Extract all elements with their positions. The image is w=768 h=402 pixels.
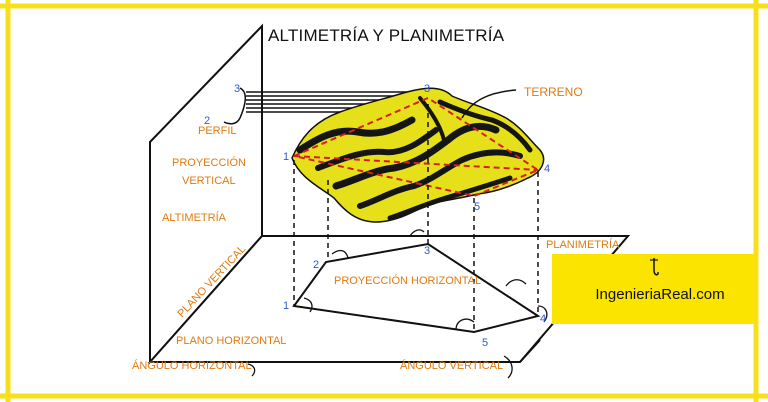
point-numbers: 1 3 4 5 3 2 1 2 3 4 5 [204, 83, 550, 349]
brand-text: IngenieriaReal.com [595, 285, 725, 303]
terrain [291, 87, 545, 223]
terrain-point-1: 1 [283, 151, 289, 163]
terrain-dashed-outline [293, 96, 541, 198]
brand-banner[interactable]: IngenieriaReal.com [552, 254, 754, 324]
planimetria-label: PLANIMETRÍA [546, 238, 620, 251]
altimetria-label: ALTIMETRÍA [162, 211, 227, 224]
plan-point-2: 2 [313, 259, 319, 271]
plan-point-4: 4 [540, 313, 546, 325]
projection-lines [293, 104, 539, 332]
planimetry-edge [519, 339, 541, 363]
diagram-title: ALTIMETRÍA Y PLANIMETRÍA [268, 26, 505, 45]
terrain-contours [296, 96, 533, 221]
terreno-pointer [461, 89, 517, 119]
terrain-point-5: 5 [474, 201, 480, 213]
proyeccion-vertical-label-2: VERTICAL [182, 175, 236, 187]
profile-point-2: 2 [204, 115, 210, 127]
terrain-point-4: 4 [544, 163, 550, 175]
perfil-label: PERFIL [198, 125, 237, 137]
plan-point-1: 1 [283, 300, 289, 312]
terrain-point-3: 3 [424, 83, 430, 95]
angle-arcs [247, 229, 548, 379]
crane-hook-icon [650, 258, 659, 276]
profile-point-3: 3 [234, 83, 240, 95]
horizontal-projection [292, 242, 541, 334]
angulo-vertical-label: ÁNGULO VERTICAL [400, 359, 503, 372]
horizontal-plane [147, 235, 631, 363]
plan-point-3: 3 [424, 245, 430, 257]
proyeccion-horizontal-label: PROYECCIÓN HORIZONTAL [334, 274, 481, 287]
proyeccion-vertical-label-1: PROYECCIÓN [172, 156, 246, 169]
plan-point-5: 5 [482, 337, 488, 349]
terreno-label: TERRENO [524, 85, 583, 99]
angulo-horizontal-label: ÁNGULO HORIZONTAL [132, 359, 252, 372]
plano-horizontal-label: PLANO HORIZONTAL [176, 335, 286, 347]
